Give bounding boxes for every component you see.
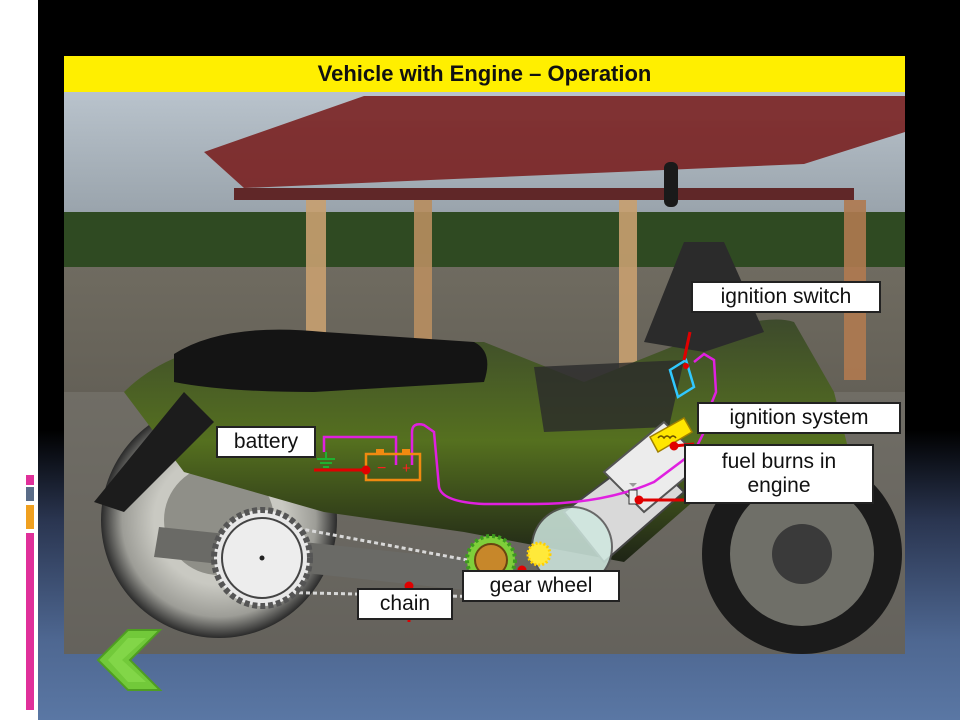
battery-label: battery: [216, 426, 316, 458]
ignition-switch-label: ignition switch: [691, 281, 881, 313]
spark-flash: [526, 541, 552, 567]
ignition-coil-icon: [648, 416, 694, 454]
slide-panel: Vehicle with Engine – Operation: [64, 56, 905, 654]
svg-text:+: +: [402, 460, 411, 477]
front-wheel: [702, 454, 902, 654]
slide-title: Vehicle with Engine – Operation: [64, 56, 905, 92]
rear-sprocket: [211, 507, 313, 609]
back-chevron-icon[interactable]: [94, 628, 164, 692]
motorcycle-diagram: − +: [64, 92, 905, 654]
pavilion: [204, 96, 905, 380]
ignition-system-label: ignition system: [697, 402, 901, 434]
tree-line: [64, 212, 905, 272]
side-color-ticks: [26, 475, 34, 710]
fuel-burns-label: fuel burns in engine: [684, 444, 874, 504]
chain-label: chain: [357, 588, 453, 620]
decorative-bars: [20, 70, 40, 140]
ignition-switch-icon: [668, 358, 696, 399]
gear-wheel-label: gear wheel: [462, 570, 620, 602]
ground-symbol-icon: [317, 452, 335, 468]
svg-text:−: −: [377, 460, 386, 477]
